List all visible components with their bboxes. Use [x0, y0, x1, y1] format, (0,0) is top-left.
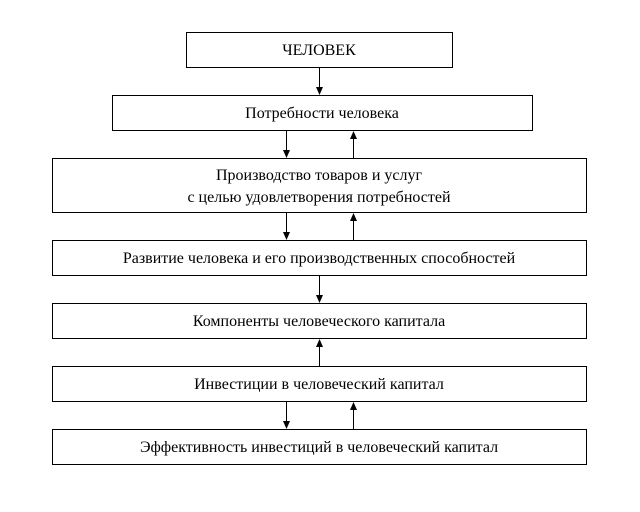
box-label: Потребности человека: [245, 105, 399, 122]
box-chelovek: ЧЕЛОВЕК: [186, 32, 453, 68]
box-label: Инвестиции в человеческий капитал: [194, 376, 444, 393]
arrow-down: [283, 131, 290, 158]
arrow-down: [316, 68, 323, 95]
box-label-line2: с целью удовлетворения потребностей: [187, 189, 451, 206]
arrow-up: [350, 402, 357, 429]
arrow-down: [283, 402, 290, 429]
box-label: Эффективность инвестиций в человеческий …: [140, 439, 498, 456]
arrow-up: [316, 339, 323, 366]
arrow-down: [283, 213, 290, 240]
box-label: ЧЕЛОВЕК: [282, 42, 356, 59]
box-investments: Инвестиции в человеческий капитал: [52, 366, 587, 402]
box-efficiency: Эффективность инвестиций в человеческий …: [52, 429, 587, 465]
box-label: Компоненты человеческого капитала: [193, 313, 445, 330]
box-development: Развитие человека и его производственных…: [52, 240, 587, 276]
box-label: Развитие человека и его производственных…: [123, 250, 516, 267]
arrow-up: [350, 213, 357, 240]
box-label-line1: Производство товаров и услуг: [216, 167, 423, 184]
box-needs: Потребности человека: [112, 95, 533, 131]
arrow-up: [350, 131, 357, 158]
box-production: Производство товаров и услуг с целью удо…: [52, 158, 587, 213]
box-components: Компоненты человеческого капитала: [52, 303, 587, 339]
arrow-down: [316, 276, 323, 303]
